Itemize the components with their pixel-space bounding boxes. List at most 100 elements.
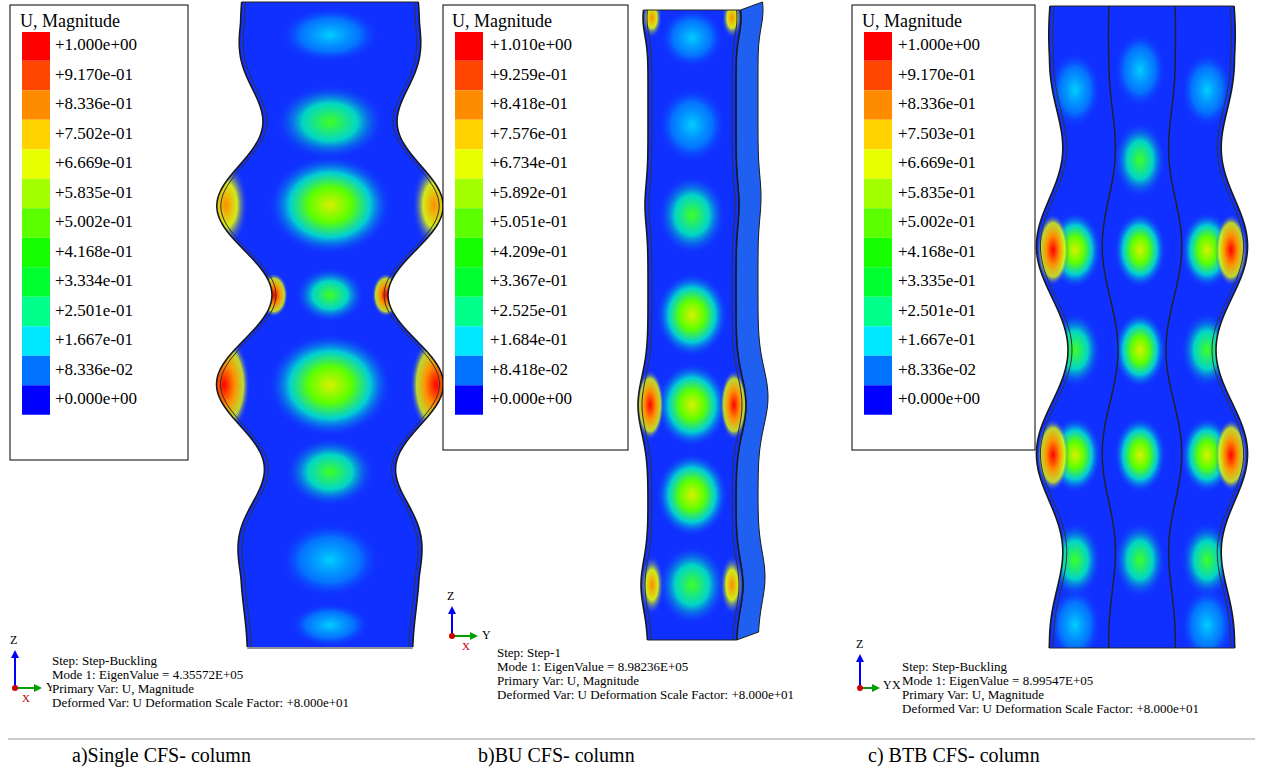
- step-info: Deformed Var: U Deformation Scale Factor…: [902, 702, 1199, 716]
- legend-value: +1.667e-01: [898, 331, 976, 350]
- step-info: Mode 1: EigenValue = 8.99547E+05: [902, 674, 1093, 688]
- contour-blob: [275, 84, 385, 160]
- legend-holder: +2.501e-01: [55, 302, 133, 321]
- legend-swatch: [455, 149, 483, 179]
- legend-holder: +0.000e+00: [898, 390, 980, 409]
- legend-holder: +8.336e-01: [898, 95, 976, 114]
- label-holder: X: [22, 692, 30, 704]
- legend-swatch: [864, 326, 892, 356]
- contour-blob: [1049, 522, 1101, 598]
- label-holder: a)Single CFS- column: [72, 744, 251, 766]
- contour-blob: [1049, 312, 1101, 388]
- contour-blob: [198, 335, 250, 435]
- step-info: Primary Var: U, Magnitude: [52, 682, 194, 696]
- legend-value: +0.000e+00: [55, 390, 137, 409]
- legend-holder: +7.503e-01: [898, 125, 976, 144]
- contour-blob: [636, 370, 664, 440]
- legend-value: +5.835e-01: [55, 184, 133, 203]
- contour-blob: [204, 161, 248, 249]
- axis-label: X: [892, 679, 901, 692]
- legend-value: +1.000e+00: [898, 36, 980, 55]
- legend-value: +4.209e-01: [490, 243, 568, 262]
- back-to-back-column: [1036, 6, 1247, 663]
- legend-value: +0.000e+00: [490, 390, 572, 409]
- contour-blob: [1114, 417, 1166, 493]
- label-holder: Deformed Var: U Deformation Scale Factor…: [902, 702, 1199, 716]
- label-holder: U, Magnitude: [452, 12, 552, 32]
- axis-label: Y: [883, 679, 892, 692]
- column-body: [217, 2, 444, 647]
- label-holder: Mode 1: EigenValue = 8.98236E+05: [497, 660, 688, 674]
- legend-value: +1.000e+00: [55, 36, 137, 55]
- legend-swatch: [455, 385, 483, 415]
- legend-value: +9.170e-01: [55, 66, 133, 85]
- legend-swatch: [22, 179, 50, 209]
- contour-blob: [658, 87, 726, 163]
- subfigure-caption: c) BTB CFS- column: [868, 744, 1040, 766]
- legend-swatch: [455, 208, 483, 238]
- legend-swatch: [864, 120, 892, 150]
- step-info: Step: Step-1: [497, 646, 561, 660]
- contour-blob: [372, 273, 400, 317]
- legend-holder: +6.734e-01: [490, 154, 568, 173]
- contour-blob: [1181, 312, 1233, 388]
- legend-swatch: [22, 90, 50, 120]
- label-holder: X: [892, 679, 901, 692]
- legend-value: +9.170e-01: [898, 66, 976, 85]
- legend-value: +1.010e+00: [490, 36, 572, 55]
- legend-swatch: [455, 326, 483, 356]
- contour-blob: [268, 155, 392, 255]
- legend-holder: +0.000e+00: [55, 390, 137, 409]
- column-body: [1036, 6, 1247, 648]
- legend-value: +2.501e-01: [55, 302, 133, 321]
- legend-swatch: [22, 297, 50, 327]
- legend-value: +3.367e-01: [490, 272, 568, 291]
- legend-value: +7.502e-01: [55, 125, 133, 144]
- label-holder: Mode 1: EigenValue = 8.99547E+05: [902, 674, 1093, 688]
- legend-holder: +8.336e-02: [55, 361, 133, 380]
- legend-value: +9.259e-01: [490, 66, 568, 85]
- step-info: Deformed Var: U Deformation Scale Factor…: [497, 688, 794, 702]
- legend-swatch: [22, 31, 50, 61]
- label-holder: Z: [856, 638, 863, 651]
- legend-value: +8.336e-01: [898, 95, 976, 114]
- flange-edge: [1036, 6, 1068, 648]
- contour-blob: [1114, 122, 1166, 198]
- legend-swatch: [455, 179, 483, 209]
- legend-holder: +8.336e-01: [55, 95, 133, 114]
- contour-blob: [285, 437, 375, 507]
- legend-holder: +1.000e+00: [55, 36, 137, 55]
- contour-blob: [656, 453, 728, 537]
- contour-blob: [260, 273, 288, 317]
- legend-value: +8.336e-02: [898, 361, 976, 380]
- legend-swatch: [22, 238, 50, 268]
- contour-blob: [720, 370, 748, 440]
- contour-blob: [656, 273, 728, 357]
- legend-value: +7.503e-01: [898, 125, 976, 144]
- flange-edge: [384, 2, 439, 647]
- legend-swatch: [864, 179, 892, 209]
- label-holder: Primary Var: U, Magnitude: [902, 688, 1044, 702]
- flange-edge: [221, 2, 276, 647]
- legend-swatch: [864, 208, 892, 238]
- legend-holder: +2.525e-01: [490, 302, 568, 321]
- legend-swatch: [455, 297, 483, 327]
- label-holder: Primary Var: U, Magnitude: [52, 682, 194, 696]
- legend-swatch: [22, 208, 50, 238]
- legend-holder: +9.259e-01: [490, 66, 568, 85]
- legend-swatch: [864, 238, 892, 268]
- axis-triad: [11, 650, 42, 692]
- legend-value: +1.667e-01: [55, 331, 133, 350]
- step-info: Step: Step-Buckling: [902, 660, 1007, 674]
- legend-holder: +1.010e+00: [490, 36, 572, 55]
- legend-value: +8.336e-01: [55, 95, 133, 114]
- legend-swatch: [22, 61, 50, 91]
- flange-edge: [388, 2, 443, 647]
- step-info: Step: Step-Buckling: [52, 654, 157, 668]
- legend-swatch: [455, 90, 483, 120]
- axis-label: Z: [856, 638, 863, 651]
- legend-value: +6.669e-01: [898, 154, 976, 173]
- step-info: Primary Var: U, Magnitude: [497, 674, 639, 688]
- legend-swatch: [864, 297, 892, 327]
- label-holder: Step: Step-Buckling: [902, 660, 1007, 674]
